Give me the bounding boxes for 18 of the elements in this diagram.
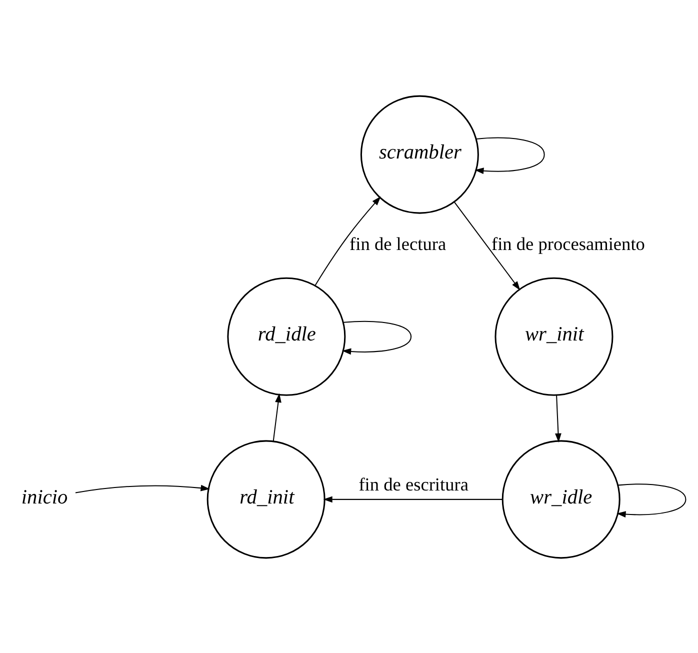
node-circle: rd_idle — [226, 276, 346, 396]
arrow — [272, 392, 281, 441]
arrow — [554, 394, 561, 442]
node-circle: rd_init — [206, 440, 325, 558]
edge-label: fin de procesamiento — [491, 234, 644, 254]
node-circle: wr_idle — [501, 440, 620, 558]
arrow — [453, 201, 520, 290]
arrow — [322, 496, 502, 502]
arrow — [341, 320, 412, 354]
edge-label: fin de escritura — [358, 474, 468, 494]
arrow — [474, 136, 544, 174]
node-circle: scrambler — [360, 94, 478, 214]
edge-label: fin de lectura — [349, 234, 446, 254]
arrow — [616, 483, 686, 517]
node-text: inicio — [20, 486, 68, 508]
node-circle: wr_init — [494, 276, 613, 396]
arrow — [314, 196, 380, 286]
arrow — [74, 484, 210, 493]
